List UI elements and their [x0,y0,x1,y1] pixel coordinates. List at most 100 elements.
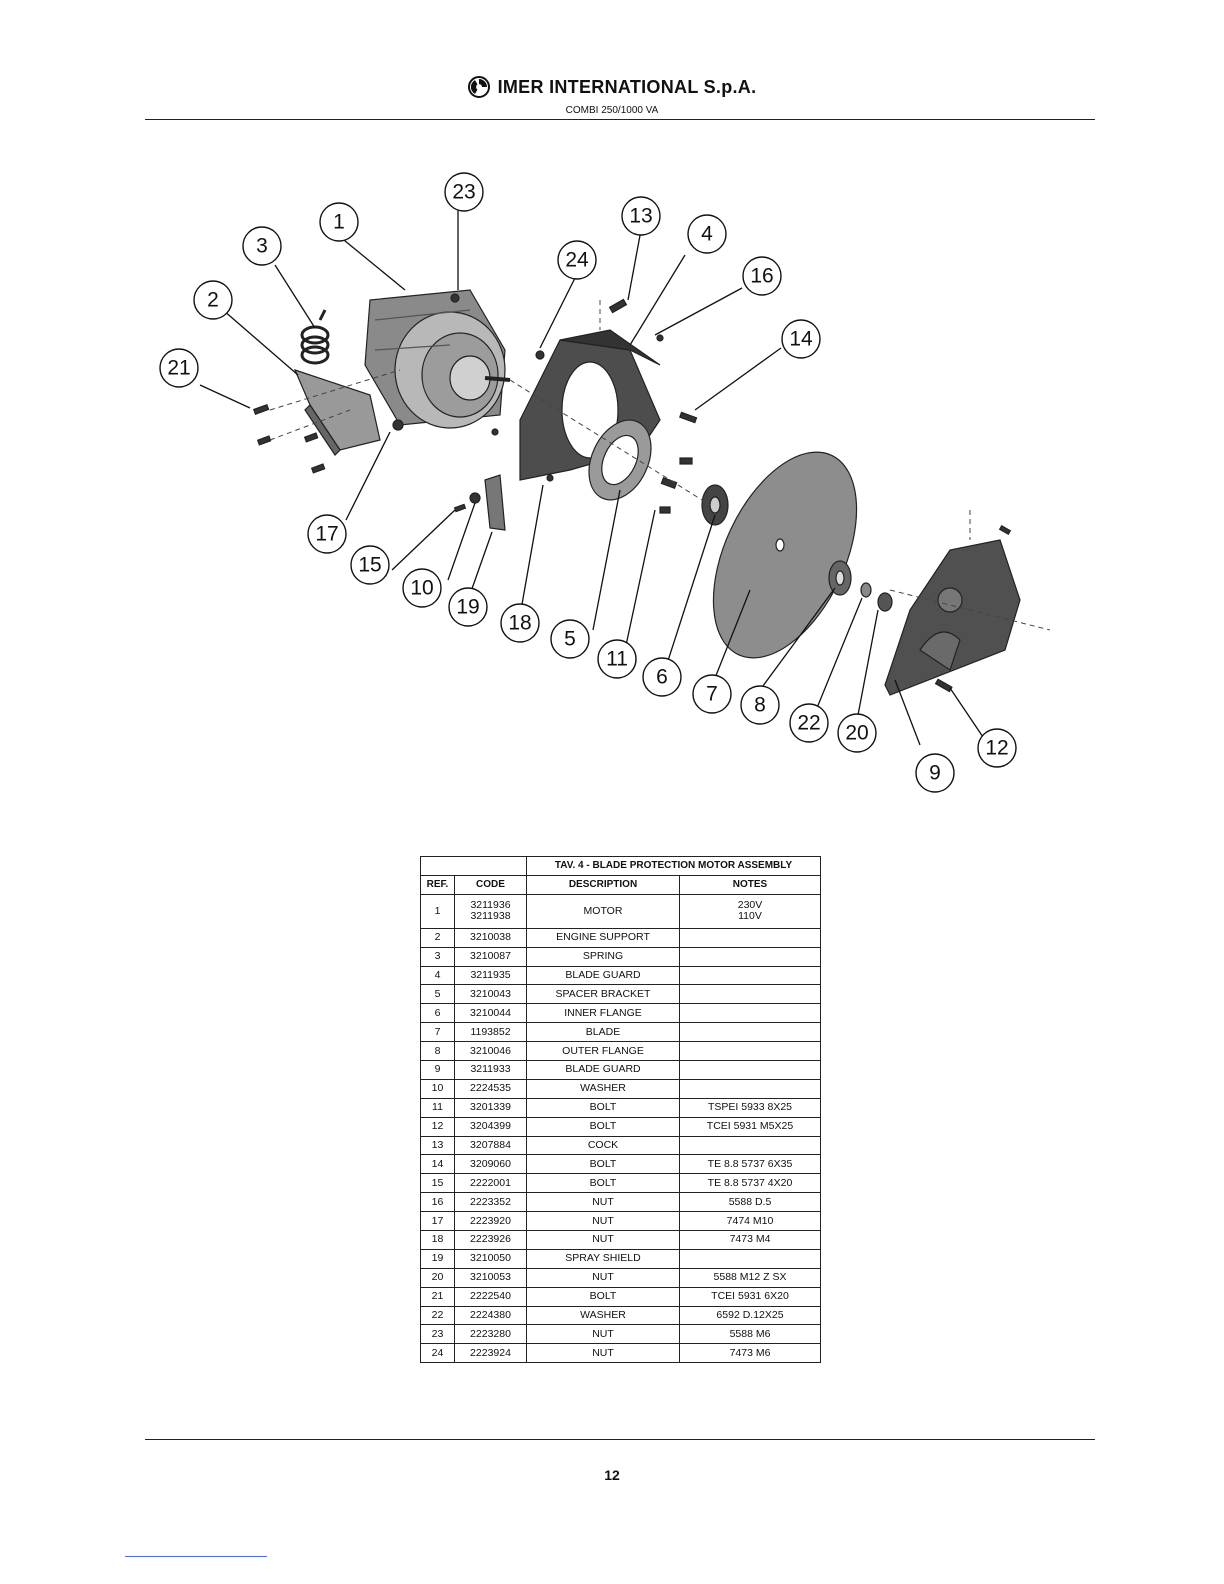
callout-20 [837,713,877,753]
callout-5 [550,619,590,659]
engine-support-part [293,369,381,456]
page-number: 12 [604,1467,620,1483]
callout-labels: 1 2 3 4 5 6 7 8 9 10 11 12 13 14 15 16 1… [167,181,1008,785]
callout-label-1: 1 [333,211,345,234]
cell-notes: TCEI 5931 M5X25 [679,1116,821,1137]
cell-ref: 12 [420,1116,455,1137]
cell-ref: 8 [420,1041,455,1062]
callout-13 [621,196,661,236]
cell-code: 2223924 [454,1343,527,1364]
inner-flange-part [701,484,729,526]
callout-markers [159,172,1017,793]
cell-code: 2224380 [454,1305,527,1326]
cell-notes: TSPEI 5933 8X25 [679,1097,821,1118]
washer-22-part [860,582,872,598]
cell-notes [679,965,821,986]
cell-ref: 15 [420,1173,455,1194]
cell-desc: BOLT [526,1173,680,1194]
cell-notes: 230V 110V [679,893,821,929]
cell-desc: MOTOR [526,893,680,929]
cell-ref: 7 [420,1022,455,1043]
col-header-description: DESCRIPTION [526,874,680,895]
callout-10 [402,568,442,608]
cell-code: 3210043 [454,984,527,1005]
cell-code: 3211935 [454,965,527,986]
cell-ref: 6 [420,1003,455,1024]
callout-21 [159,348,199,388]
cell-ref: 14 [420,1154,455,1175]
cell-desc: OUTER FLANGE [526,1041,680,1062]
callout-2 [193,280,233,320]
assembly-guide-lines [269,300,1050,631]
cell-code-line: 3211938 [470,910,511,923]
cell-ref: 16 [420,1192,455,1213]
exploded-parts-diagram: 1 2 3 4 5 6 7 8 9 10 11 12 13 14 15 16 1… [159,172,1050,793]
cell-ref: 23 [420,1324,455,1345]
callout-label-4: 4 [701,223,713,246]
cell-desc: BOLT [526,1154,680,1175]
cell-code: 3211933 [454,1060,527,1080]
cell-ref: 13 [420,1135,455,1156]
cell-notes: TCEI 5931 6X20 [679,1286,821,1307]
cell-desc: SPRAY SHIELD [526,1248,680,1269]
callout-24 [557,240,597,280]
brand-line: IMER INTERNATIONAL S.p.A. [467,76,757,98]
callout-label-22: 22 [797,712,820,735]
callout-label-8: 8 [754,694,766,717]
cell-code-line: 3211936 [470,899,511,912]
cell-ref: 22 [420,1305,455,1326]
cell-code: 3201339 [454,1097,527,1118]
cell-ref: 1 [420,893,455,929]
cell-ref: 24 [420,1343,455,1364]
callout-3 [242,226,282,266]
cell-desc: NUT [526,1192,680,1213]
cell-code: 3210038 [454,927,527,948]
spring-part [300,309,330,365]
outer-flange-part [828,560,852,596]
callout-label-16: 16 [750,265,773,288]
cell-notes: 6592 D.12X25 [679,1305,821,1326]
cell-notes: 7473 M4 [679,1230,821,1250]
callout-16 [742,256,782,296]
cell-ref: 5 [420,984,455,1005]
cell-notes: 5588 D.5 [679,1192,821,1213]
cell-ref: 18 [420,1230,455,1250]
small-hardware [252,293,1012,693]
cell-code: 2223920 [454,1211,527,1232]
callout-label-12: 12 [985,737,1008,760]
cell-code: 2222540 [454,1286,527,1307]
cell-desc: BOLT [526,1286,680,1307]
cell-notes: 5588 M12 Z SX [679,1267,821,1288]
callout-19 [448,587,488,627]
cell-code: 3210046 [454,1041,527,1062]
motor-part [364,289,511,429]
cell-notes [679,1248,821,1269]
cell-desc: NUT [526,1211,680,1232]
cell-ref: 9 [420,1060,455,1080]
cell-notes: TE 8.8 5737 4X20 [679,1173,821,1194]
callout-12 [977,728,1017,768]
cell-code: 3210087 [454,946,527,967]
cell-notes-line: 230V [737,899,763,912]
callout-label-24: 24 [565,249,589,272]
page-header: IMER INTERNATIONAL S.p.A. COMBI 250/1000… [0,76,1224,116]
cell-notes [679,946,821,967]
cell-notes: TE 8.8 5737 6X35 [679,1154,821,1175]
callout-22 [789,703,829,743]
footer-rule [145,1439,1095,1440]
cell-notes: 5588 M6 [679,1324,821,1345]
callout-17 [307,514,347,554]
cell-ref: 11 [420,1097,455,1118]
callout-label-23: 23 [452,181,475,204]
cell-desc: NUT [526,1267,680,1288]
callout-label-5: 5 [564,628,576,651]
